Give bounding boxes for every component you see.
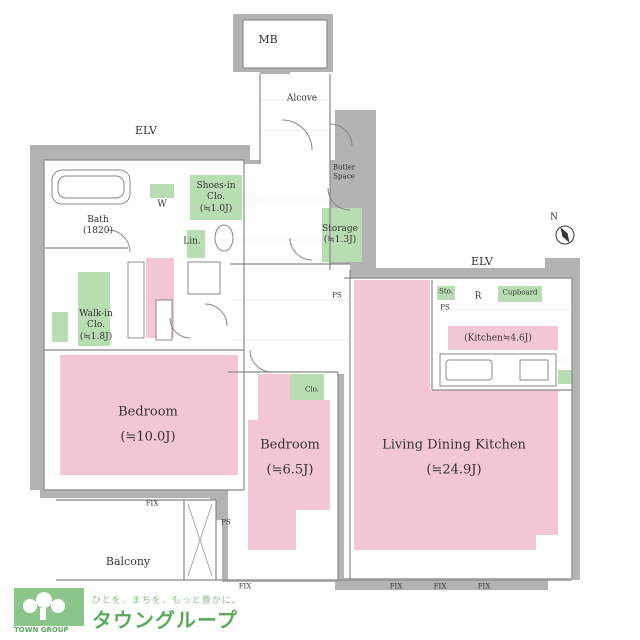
bath-label: Bath (1820): [83, 214, 113, 236]
lin-label: Lin.: [183, 236, 201, 247]
cupboard-label: Cupboard: [502, 288, 538, 297]
alcove-label: Alcove: [286, 93, 318, 104]
mb-label: MB: [258, 33, 278, 47]
balcony-label: Balcony: [105, 555, 151, 569]
brand-company-name: タウングループ: [92, 608, 238, 632]
elv-left-label: ELV: [135, 124, 157, 138]
storage-label: Storage (≒1.3J): [322, 223, 358, 245]
fix-label-3: FIX: [389, 582, 403, 591]
shoes-in-closet-label: Shoes-in Clo. (≒1.0J): [196, 181, 236, 214]
ps-label-3: PS: [221, 518, 231, 527]
fix-label-1: FIX: [145, 499, 159, 508]
fix-label-2: FIX: [238, 582, 252, 591]
fix-label-5: FIX: [477, 582, 491, 591]
ps-label-1: PS: [332, 291, 342, 300]
kitchen-counter: [439, 353, 557, 387]
bedroom-2-label: Bedroom (≒6.5J): [260, 437, 320, 477]
kitchen-label: (Kitchen≒4.6J): [464, 333, 532, 344]
walk-in-closet-label: Walk-in Clo. (≒1.8J): [79, 309, 113, 342]
clo-label: Clo.: [305, 385, 319, 394]
sto-label: Sto.: [439, 287, 453, 296]
butler-space-label: Butler Space: [332, 163, 356, 180]
storage-fills: [52, 175, 572, 400]
room-fills: [60, 258, 558, 550]
doors: [107, 119, 353, 373]
wall-lines: [43, 19, 573, 581]
ldk-label: Living Dining Kitchen (≒24.9J): [382, 437, 526, 477]
balcony-hatch: [187, 503, 213, 577]
fix-label-4: FIX: [433, 582, 447, 591]
w-label: W: [157, 199, 167, 210]
bedroom-1-label: Bedroom (≒10.0J): [118, 404, 178, 444]
town-group-logo-icon: [14, 588, 84, 626]
compass-icon: [555, 225, 575, 245]
brand-company-en: TOWN GROUP: [14, 626, 69, 634]
elv-right-label: ELV: [471, 255, 493, 269]
r-label: R: [474, 291, 482, 302]
compass-north-label: N: [550, 212, 558, 223]
fixtures: [127, 224, 234, 341]
brand-tagline: ひとを、まちを、もっと豊かに。: [92, 596, 242, 606]
ps-label-2: PS: [440, 303, 450, 312]
bathtub: [51, 169, 131, 205]
